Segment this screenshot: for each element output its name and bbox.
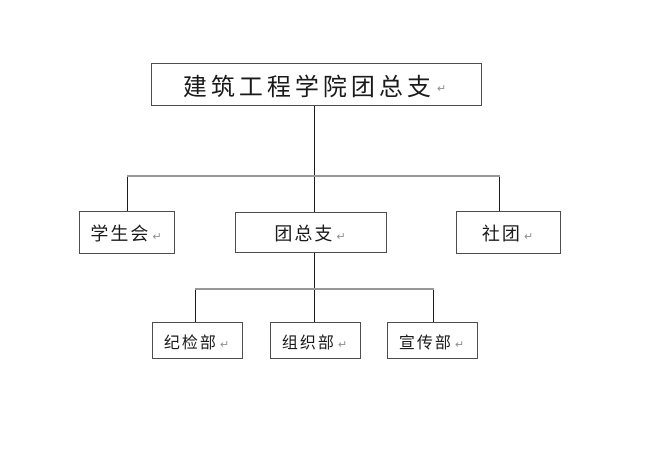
org-box-root: 建筑工程学院团总支↵ [151,63,482,106]
connector-tier2-horizontal [195,288,434,290]
paragraph-mark-icon: ↵ [523,230,536,243]
org-box-discipline-dept-label: 纪检部 [163,332,218,352]
org-box-clubs: 社团↵ [456,211,561,254]
connector-root-vertical [314,106,315,175]
org-box-organization-dept-label: 组织部 [281,332,336,352]
paragraph-mark-icon: ↵ [337,338,350,351]
connector-league-branch-vertical [314,253,315,288]
org-box-student-union: 学生会↵ [79,211,175,254]
connector-drop-league-branch [314,177,315,212]
org-box-league-branch: 团总支↵ [235,212,387,253]
paragraph-mark-icon: ↵ [336,230,348,243]
org-box-league-branch-label: 团总支 [274,223,335,245]
connector-drop-clubs [499,177,500,211]
org-box-organization-dept: 组织部↵ [270,322,361,359]
connector-drop-organization-dept [314,290,315,322]
paragraph-mark-icon: ↵ [219,338,232,351]
paragraph-mark-icon: ↵ [454,338,467,351]
org-box-publicity-dept: 宣传部↵ [387,322,478,359]
org-box-student-union-label: 学生会 [90,223,151,245]
org-box-clubs-label: 社团 [481,223,522,245]
org-box-publicity-dept-label: 宣传部 [398,332,453,352]
org-box-root-label: 建筑工程学院团总支 [182,73,435,101]
org-box-discipline-dept: 纪检部↵ [152,322,243,359]
paragraph-mark-icon: ↵ [152,230,164,243]
paragraph-mark-icon: ↵ [436,82,451,95]
connector-tier1-horizontal [127,175,500,177]
connector-drop-publicity-dept [433,290,434,322]
connector-drop-student-union [127,177,128,211]
connector-drop-discipline-dept [195,290,196,322]
